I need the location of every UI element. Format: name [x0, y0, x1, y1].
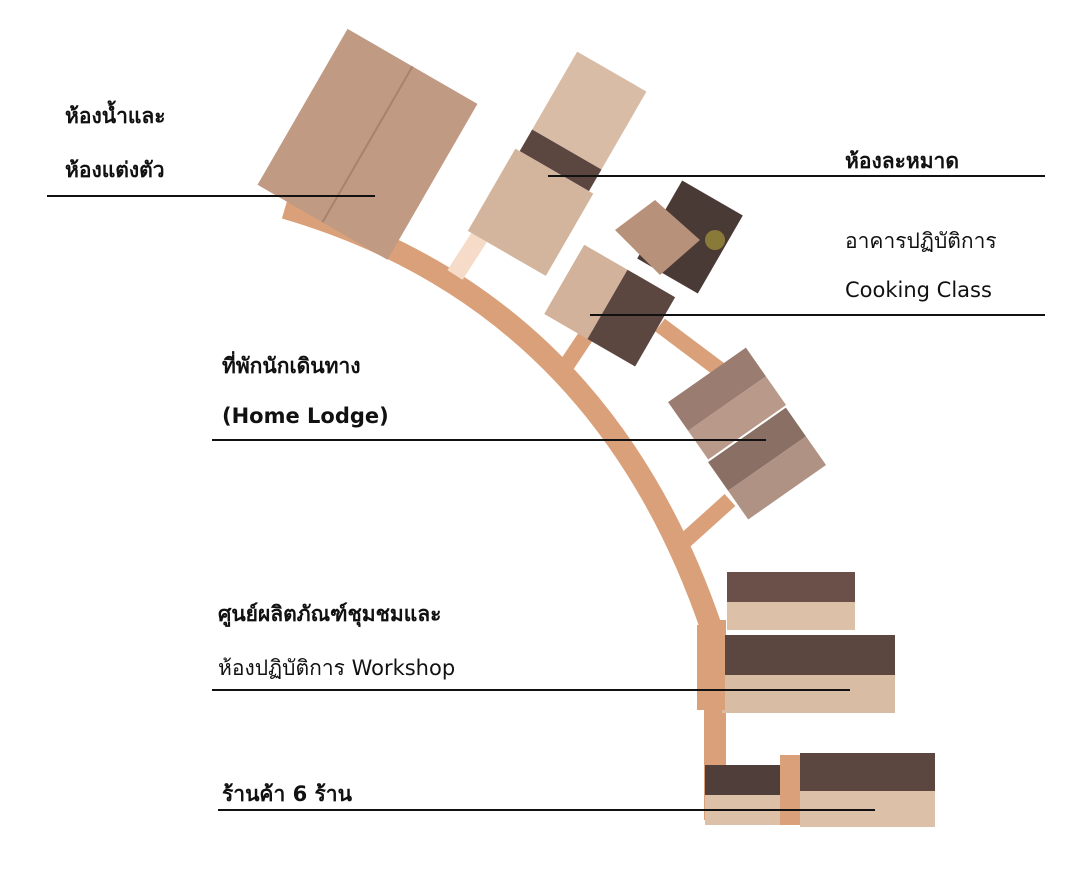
- prayer-room-building: [467, 51, 647, 276]
- restroom-label-line1: ห้องน้ำและ: [65, 104, 166, 128]
- cooking-class-building: [544, 180, 743, 367]
- cooking-leader-line: [590, 314, 1045, 316]
- workshop-building: [697, 572, 895, 713]
- shops-leader-line: [218, 809, 875, 811]
- restroom-leader-line: [47, 195, 375, 197]
- walkway-lodge-connector-3: [674, 494, 736, 551]
- lodge-label-line2: (Home Lodge): [222, 404, 389, 428]
- home-lodge-building: [668, 347, 827, 520]
- shops-building: [705, 753, 935, 827]
- prayer-room-label: ห้องละหมาด: [845, 149, 959, 173]
- lodge-leader-line: [212, 439, 766, 441]
- shops-label: ร้านค้า 6 ร้าน: [222, 782, 352, 806]
- restroom-label-line2: ห้องแต่งตัว: [65, 158, 165, 182]
- lodge-label-line1: ที่พักนักเดินทาง: [222, 354, 361, 378]
- prayer-room-leader-line: [548, 175, 1045, 177]
- cooking-label-line1: อาคารปฏิบัติการ: [845, 229, 997, 253]
- workshop-label-line1: ศูนย์ผลิตภัณฑ์ชุมชมและ: [218, 602, 442, 626]
- workshop-label-line2: ห้องปฏิบัติการ Workshop: [218, 656, 456, 680]
- workshop-leader-line: [212, 689, 850, 691]
- cooking-label-line2: Cooking Class: [845, 278, 992, 302]
- restroom-building: [257, 28, 478, 260]
